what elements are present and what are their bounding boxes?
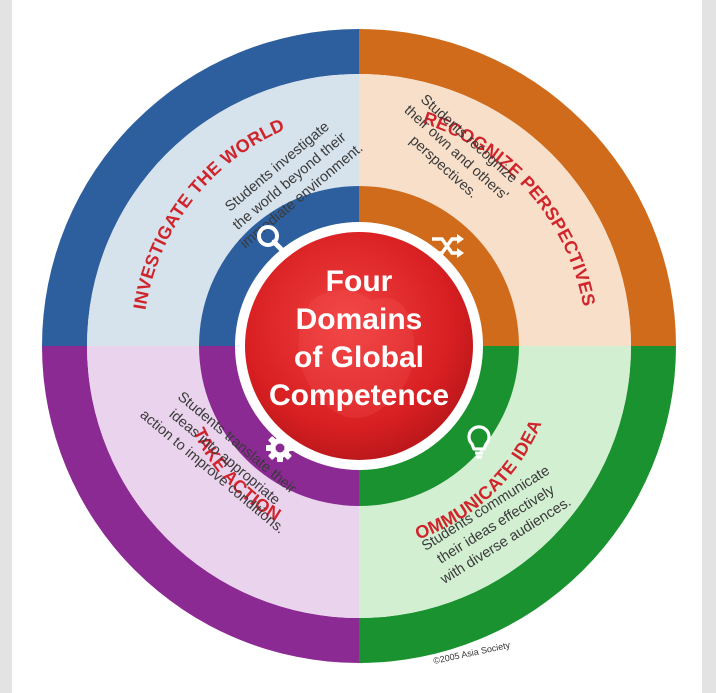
center-title-line: Domains [296, 303, 423, 336]
light-fill [87, 74, 359, 346]
center-title: Four Domains of Global Competence [269, 265, 449, 412]
magnifier-icon [257, 225, 285, 253]
light-fill [359, 74, 631, 346]
lightbulb-icon [467, 425, 491, 459]
center-title-line: Four [326, 265, 393, 298]
light-fill [359, 346, 631, 618]
outer-band [42, 29, 359, 346]
outer-band [359, 346, 676, 663]
shuffle-arrows-icon [432, 234, 464, 258]
center-title-line: of Global [294, 341, 424, 374]
light-fill [87, 346, 359, 618]
outer-band [42, 346, 359, 663]
outer-band [359, 29, 676, 346]
center-disc [235, 222, 483, 470]
center-title-line: Competence [269, 379, 449, 412]
gear-icon [266, 434, 294, 462]
